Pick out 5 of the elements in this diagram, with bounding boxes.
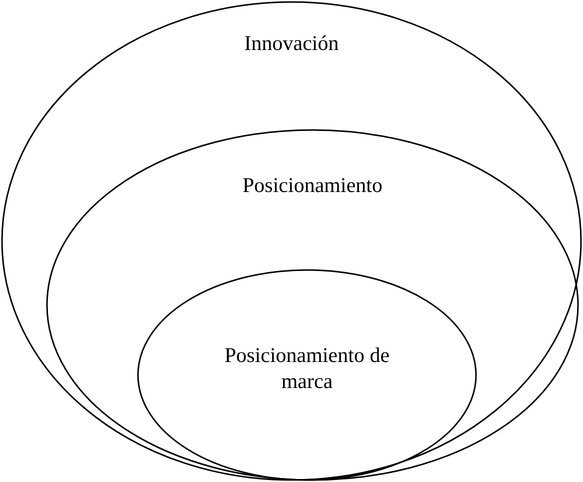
- ellipse-label: Innovación: [243, 30, 340, 56]
- ellipse-label: Posicionamiento: [242, 172, 384, 198]
- ellipse-label: Posicionamiento de marca: [223, 342, 391, 394]
- ellipse: [47, 130, 578, 480]
- ellipse: [138, 270, 476, 480]
